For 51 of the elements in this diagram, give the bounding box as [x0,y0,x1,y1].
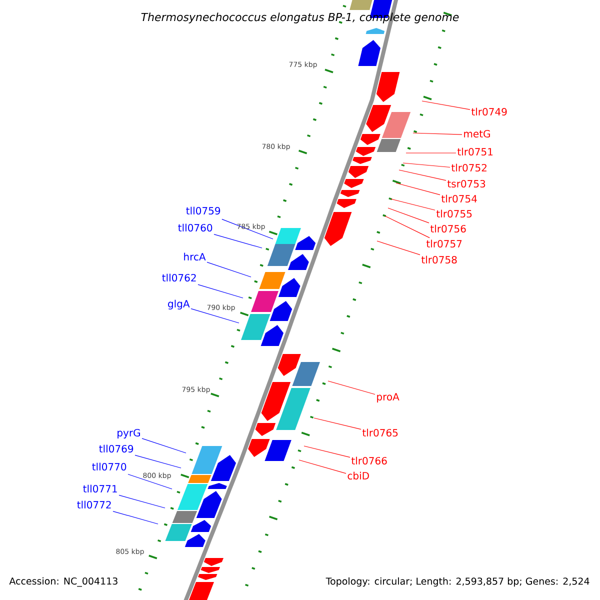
leader-line [398,170,446,181]
gene-label: pyrG [118,428,140,438]
gene-label: tsr0753 [447,180,486,188]
gene-label: glgA [168,300,190,310]
gene-label: tlr0756 [430,224,466,233]
leader-line [128,474,172,490]
info-text: Topology: circular; Length: 2,593,857 bp; Genes: 2,524 [326,577,590,587]
leader-line [206,262,252,278]
gene-label: proA [377,393,400,402]
gene-label: tlr0758 [421,256,457,264]
leader-line [328,380,376,395]
gene-label: tlr0754 [441,194,477,203]
leader-line [214,234,262,248]
title: Thermosynechococcus elongatus BP-1, complete genome [141,12,459,24]
gene-label: tll0772 [77,500,111,509]
gene-label: cbiD [348,472,369,480]
gene-label: tll0771 [83,484,117,493]
leader-line [298,460,346,474]
leader-line [134,454,182,468]
leader-line [412,132,462,135]
leader-line [142,438,186,454]
gene-label: tll0770 [92,462,126,471]
info-text: Accession: NC_004113 [9,577,118,587]
leader-line [198,284,244,298]
gene-label: tlr0766 [351,456,387,465]
leader-line [422,100,470,110]
leader-line [190,308,240,324]
gene-label: hrcA [184,252,206,261]
gene-label: tlr0757 [426,240,462,248]
gene-label: tlr0751 [457,148,493,156]
leader-line [402,162,450,168]
leader-line [384,216,430,238]
gene-label: tlr0765 [362,428,398,437]
gene-label: tll0760 [178,224,212,232]
leader-line [388,208,430,224]
leader-line [304,446,350,458]
leader-line [314,418,362,430]
leader-line [376,240,420,256]
leader-line [112,510,158,524]
gene-label: metG [464,130,490,138]
leader-line [118,494,166,508]
leader-line [396,182,440,196]
gene-label: tlr0752 [451,164,486,172]
gene-label: tll0762 [162,274,196,282]
gene-label: tlr0749 [471,108,507,116]
gene-label: tlr0755 [436,210,472,218]
leader-line [406,152,456,154]
gene-label: tll0769 [99,444,134,453]
gene-label: tll0759 [186,206,220,215]
leader-line [222,218,274,240]
leader-line [390,198,436,210]
